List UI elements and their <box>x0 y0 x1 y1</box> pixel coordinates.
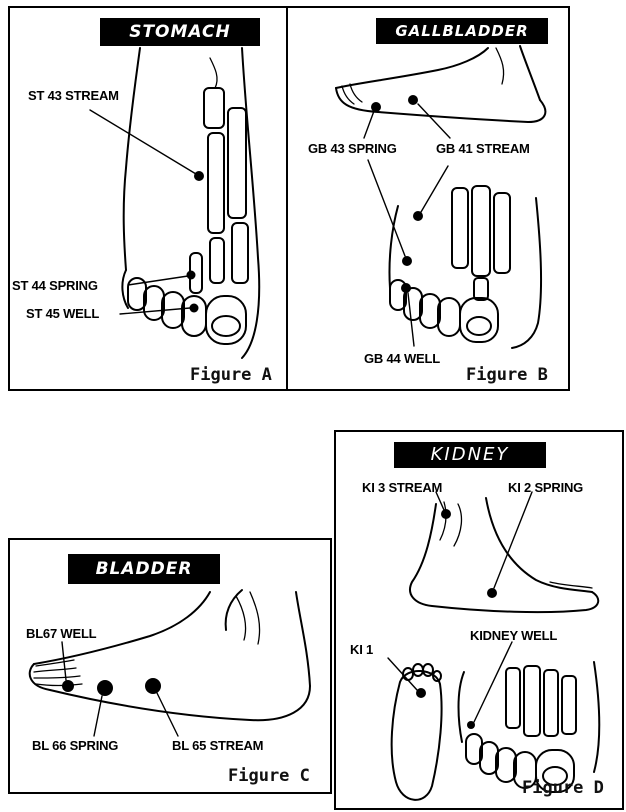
ki2-spring-label: KI 2 SPRING <box>508 480 583 495</box>
figure-a-caption: Figure A <box>190 365 272 385</box>
ki3-stream-label: KI 3 STREAM <box>362 480 442 495</box>
st45-well-label: ST 45 WELL <box>26 306 99 321</box>
figure-c-panel: BLADDER BL67 WELL BL 66 SPRING BL 65 STR… <box>8 538 332 794</box>
gb44-well-label: GB 44 WELL <box>364 351 440 366</box>
figure-b-panel: GALLBLADDER GB 43 SPRING GB 41 <box>286 6 570 391</box>
gallbladder-foot-illustration <box>288 8 572 393</box>
figure-b-caption: Figure B <box>466 365 548 385</box>
figure-d-panel: KIDNEY KI 3 STREA <box>334 430 624 810</box>
gb43-spring-label: GB 43 SPRING <box>308 141 397 156</box>
kidney-well-label: KIDNEY WELL <box>470 628 557 643</box>
bladder-foot-illustration <box>10 540 334 796</box>
st43-stream-label: ST 43 STREAM <box>28 88 119 103</box>
bl66-spring-label: BL 66 SPRING <box>32 738 118 753</box>
figure-a-panel: STOMACH ST 43 STREAM ST 44 SPRING ST 45 … <box>8 6 288 391</box>
gb41-stream-label: GB 41 STREAM <box>436 141 530 156</box>
bl67-well-label: BL67 WELL <box>26 626 96 641</box>
ki1-label: KI 1 <box>350 642 373 657</box>
st44-spring-label: ST 44 SPRING <box>12 278 98 293</box>
stomach-foot-illustration <box>10 8 290 393</box>
figure-d-caption: Figure D <box>522 778 604 798</box>
figure-c-caption: Figure C <box>228 766 310 786</box>
bl65-stream-label: BL 65 STREAM <box>172 738 263 753</box>
